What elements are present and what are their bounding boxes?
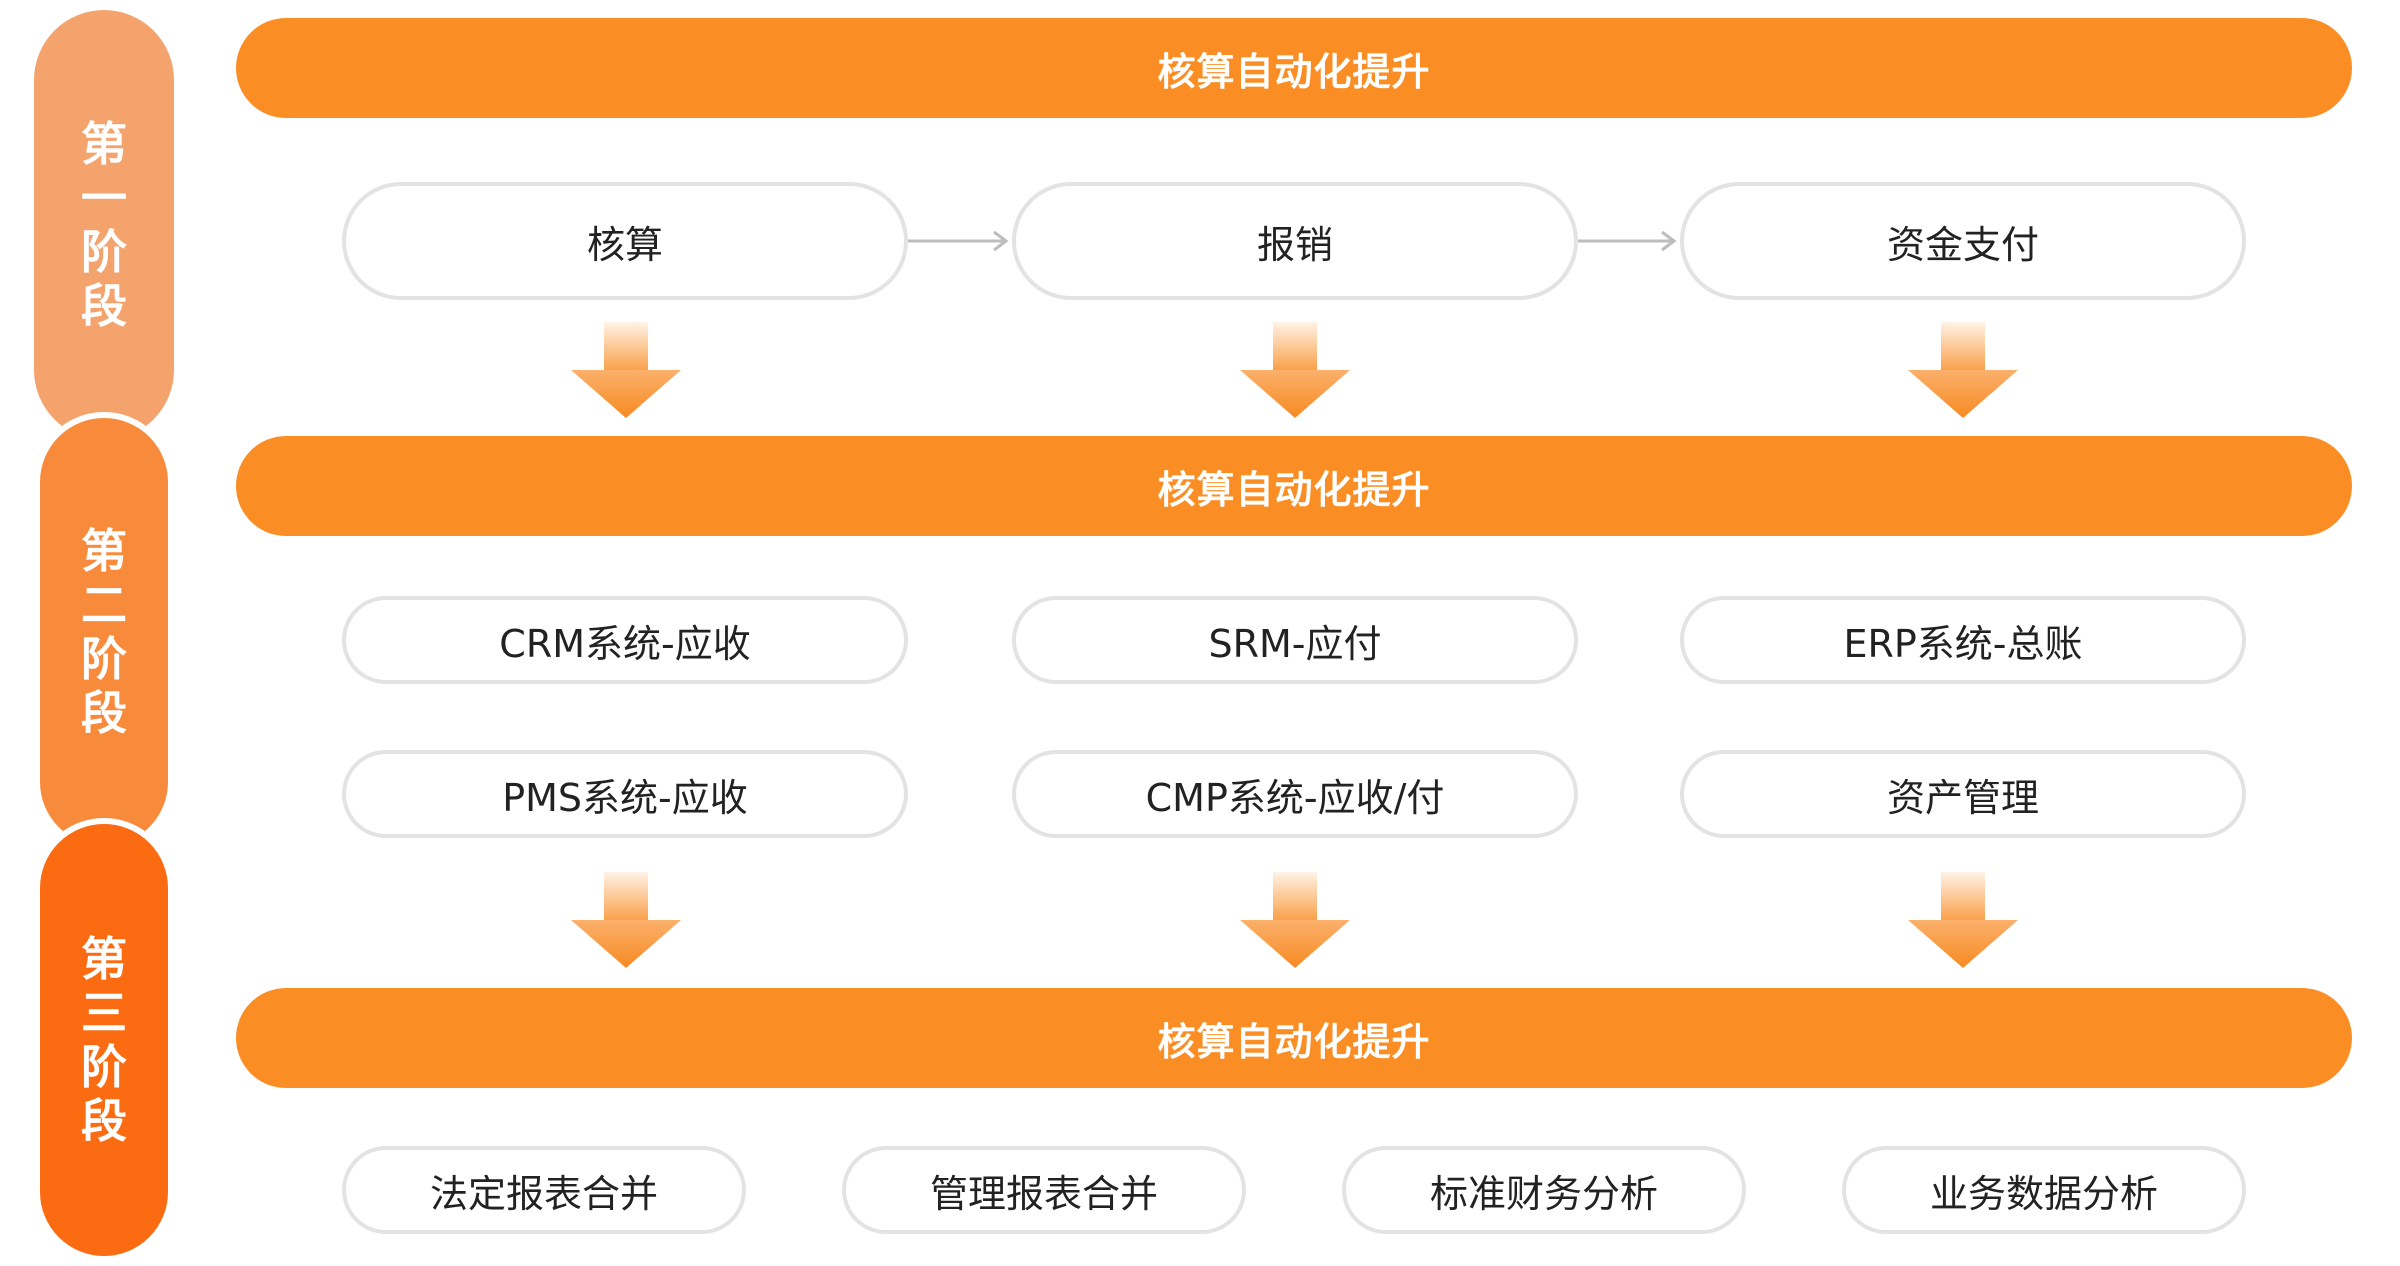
down-arrow-2-middle	[1240, 872, 1350, 968]
node-pms-receivable: PMS系统-应收	[342, 750, 908, 838]
node-erp-ledger-label: ERP系统-总账	[1843, 621, 2083, 666]
banner-3-text: 核算自动化提升	[1157, 1019, 1431, 1064]
node-fund-payment-label: 资金支付	[1886, 222, 2039, 267]
banner-3: 核算自动化提升	[236, 988, 2352, 1088]
node-crm-receivable: CRM系统-应收	[342, 596, 908, 684]
node-fund-payment: 资金支付	[1680, 182, 2246, 300]
node-standard-financial-analysis: 标准财务分析	[1342, 1146, 1746, 1234]
node-reimbursement: 报销	[1012, 182, 1578, 300]
connector-arrow-2	[1578, 230, 1677, 252]
connector-arrow-1	[908, 230, 1009, 252]
down-arrow-2-left	[571, 872, 681, 968]
banner-2-text: 核算自动化提升	[1157, 467, 1431, 512]
node-business-data-analysis: 业务数据分析	[1842, 1146, 2246, 1234]
node-statutory-consolidation-label: 法定报表合并	[429, 1171, 658, 1216]
down-arrow-1-right	[1908, 322, 2018, 418]
banner-1: 核算自动化提升	[236, 18, 2352, 118]
node-accounting: 核算	[342, 182, 908, 300]
node-cmp-receivable-payable: CMP系统-应收/付	[1012, 750, 1578, 838]
stage-3-text: 第三阶段	[81, 932, 127, 1148]
stage-2-text: 第二阶段	[81, 524, 127, 740]
stage-1-label: 第一阶段	[34, 10, 174, 440]
node-asset-management-label: 资产管理	[1886, 775, 2039, 820]
down-arrow-1-left	[571, 322, 681, 418]
node-management-consolidation: 管理报表合并	[842, 1146, 1246, 1234]
node-reimbursement-label: 报销	[1256, 222, 1333, 267]
node-crm-receivable-label: CRM系统-应收	[499, 621, 751, 666]
down-arrow-1-middle	[1240, 322, 1350, 418]
node-statutory-consolidation: 法定报表合并	[342, 1146, 746, 1234]
node-business-data-analysis-label: 业务数据分析	[1929, 1171, 2158, 1216]
banner-1-text: 核算自动化提升	[1157, 49, 1431, 94]
node-pms-receivable-label: PMS系统-应收	[502, 775, 748, 820]
node-srm-payable-label: SRM-应付	[1208, 621, 1382, 666]
node-standard-financial-analysis-label: 标准财务分析	[1429, 1171, 1658, 1216]
node-accounting-label: 核算	[586, 222, 663, 267]
node-erp-ledger: ERP系统-总账	[1680, 596, 2246, 684]
stage-1-text: 第一阶段	[81, 117, 127, 333]
node-management-consolidation-label: 管理报表合并	[929, 1171, 1158, 1216]
stage-3-label: 第三阶段	[34, 818, 174, 1262]
node-srm-payable: SRM-应付	[1012, 596, 1578, 684]
stage-2-label: 第二阶段	[34, 412, 174, 852]
node-cmp-receivable-payable-label: CMP系统-应收/付	[1145, 775, 1445, 820]
banner-2: 核算自动化提升	[236, 436, 2352, 536]
down-arrow-2-right	[1908, 872, 2018, 968]
node-asset-management: 资产管理	[1680, 750, 2246, 838]
